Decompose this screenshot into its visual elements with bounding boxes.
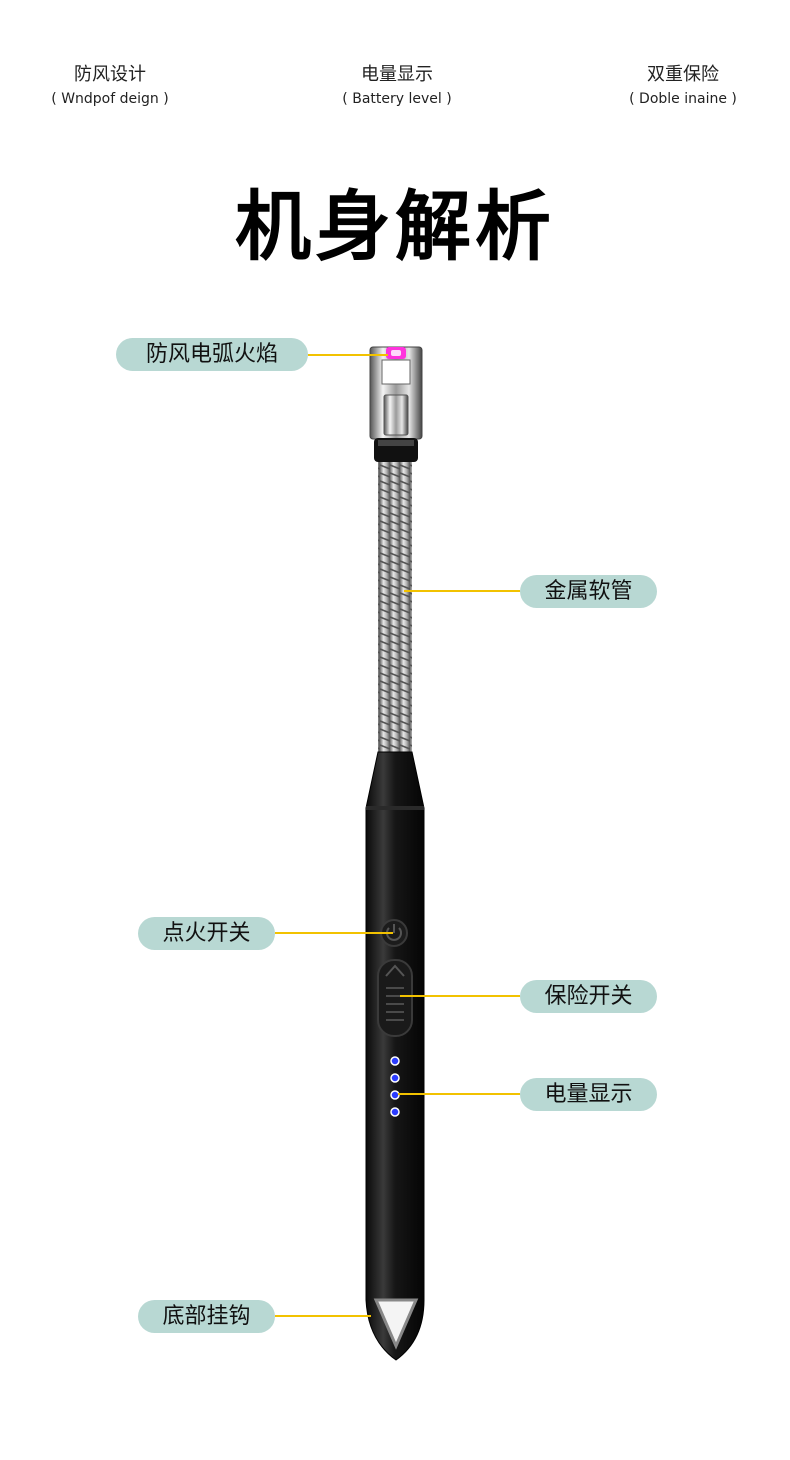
battery-led xyxy=(390,1073,400,1083)
feature-battery-title: 电量显示 xyxy=(361,64,433,85)
leader-metal-hose xyxy=(404,590,520,592)
callout-safety-switch: 保险开关 xyxy=(520,980,657,1013)
battery-led xyxy=(390,1107,400,1117)
callout-metal-hose: 金属软管 xyxy=(520,575,657,608)
leader-ignition-switch xyxy=(275,932,393,934)
callout-bottom-hook: 底部挂钩 xyxy=(138,1300,275,1333)
battery-led-indicator xyxy=(390,1056,400,1117)
arc-flame-icon xyxy=(386,347,406,359)
bottom-hook-icon xyxy=(373,1298,419,1350)
feature-battery: 电量显示 ( Battery level ) xyxy=(287,62,507,110)
battery-led xyxy=(390,1056,400,1066)
leader-safety-switch xyxy=(400,995,520,997)
callout-arc-flame: 防风电弧火焰 xyxy=(116,338,308,371)
feature-windproof-title: 防风设计 xyxy=(74,64,146,85)
leader-arc-flame xyxy=(308,354,388,356)
safety-slider-icon xyxy=(377,959,413,1037)
lighter-body xyxy=(365,751,425,1361)
callout-ignition-switch: 点火开关 xyxy=(138,917,275,950)
page-title: 机身解析 xyxy=(235,182,555,271)
ignition-button-icon xyxy=(380,919,408,947)
lighter-head xyxy=(369,346,423,462)
feature-windproof: 防风设计 ( Wndpof deign ) xyxy=(0,62,220,110)
feature-battery-subtitle: ( Battery level ) xyxy=(342,91,452,107)
battery-led xyxy=(390,1090,400,1100)
feature-double-safety-title: 双重保险 xyxy=(647,64,719,85)
leader-battery-display xyxy=(398,1093,520,1095)
feature-windproof-subtitle: ( Wndpof deign ) xyxy=(51,91,169,107)
metal-hose-graphic xyxy=(378,462,412,754)
feature-double-safety: 双重保险 ( Doble inaine ) xyxy=(573,62,790,110)
callout-battery-display: 电量显示 xyxy=(520,1078,657,1111)
leader-bottom-hook xyxy=(275,1315,371,1317)
feature-double-safety-subtitle: ( Doble inaine ) xyxy=(629,91,737,107)
